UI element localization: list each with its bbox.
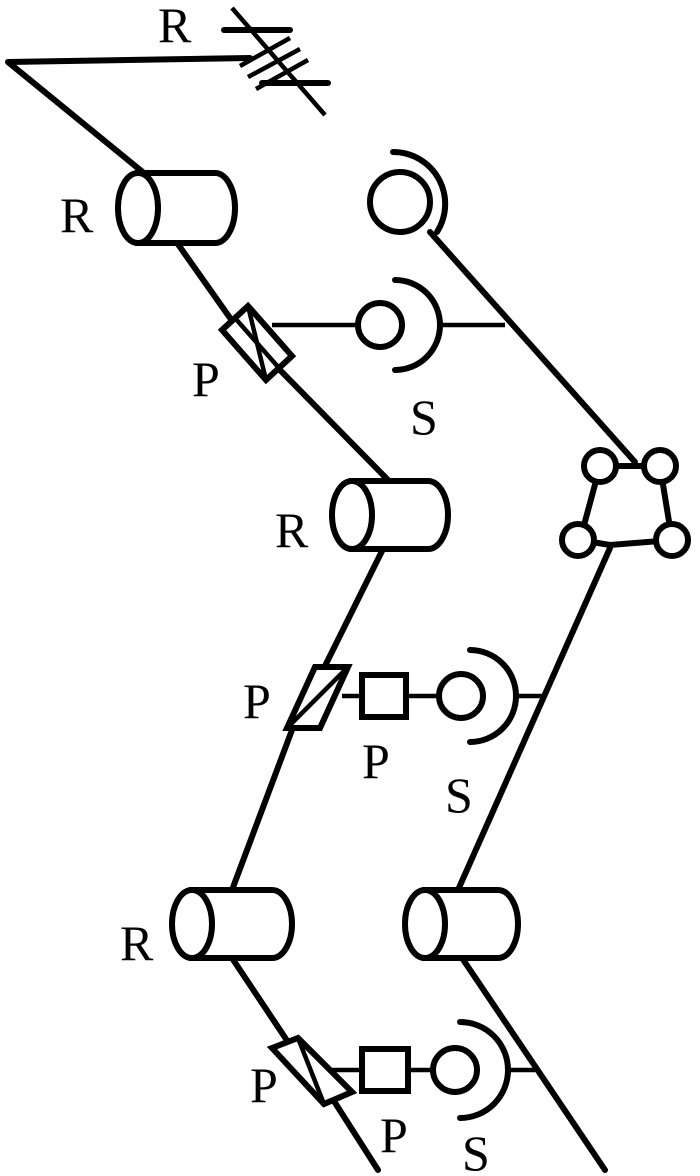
cross-links bbox=[272, 322, 545, 1073]
link-r1-p1 bbox=[172, 237, 238, 328]
link-p1-r2 bbox=[275, 365, 391, 483]
linkage-node-top-left bbox=[581, 447, 619, 485]
left-chain-links bbox=[5, 55, 391, 1173]
revolute-top-hatch-1 bbox=[238, 36, 292, 68]
cylinder-end bbox=[169, 887, 215, 961]
revolute-joint-top bbox=[221, 6, 331, 117]
spherical-joint-2 bbox=[436, 647, 519, 745]
sphere-socket bbox=[457, 1019, 511, 1121]
prismatic-diagonal bbox=[285, 665, 350, 730]
joint-labels: R R P S R P P S R P P S bbox=[60, 0, 490, 1176]
cylinder-body bbox=[349, 478, 451, 552]
prismatic-joint-4 bbox=[266, 1034, 358, 1108]
sphere-ball bbox=[367, 169, 433, 235]
label-r-1: R bbox=[60, 187, 94, 243]
cylinder-body bbox=[135, 170, 238, 246]
label-r-2: R bbox=[275, 502, 309, 558]
spherical-joint-top bbox=[367, 148, 449, 235]
cylinder-end bbox=[402, 887, 448, 961]
linkage-node-top-right bbox=[641, 447, 679, 485]
label-s-2: S bbox=[445, 767, 473, 823]
revolute-joint-4 bbox=[402, 887, 521, 961]
sphere-ball bbox=[430, 1045, 480, 1095]
label-s-3: S bbox=[462, 1125, 490, 1176]
right-chain-links bbox=[427, 229, 638, 1173]
label-r-top: R bbox=[158, 0, 192, 53]
cylinder-body bbox=[189, 887, 295, 961]
sphere-socket bbox=[390, 148, 449, 235]
revolute-joint-1 bbox=[115, 170, 238, 246]
label-p-5: P bbox=[380, 1107, 408, 1163]
link-p4-end bbox=[329, 1095, 381, 1173]
label-p-4: P bbox=[250, 1057, 278, 1113]
label-s-1: S bbox=[410, 389, 438, 445]
link-s-top-to-pentagon bbox=[427, 229, 638, 465]
linkage-node-bottom-right bbox=[653, 521, 691, 559]
parallel-linkage bbox=[559, 447, 691, 559]
prismatic-joint-2 bbox=[282, 664, 353, 731]
prismatic-diagonal bbox=[295, 1037, 327, 1105]
prismatic-block-2 bbox=[359, 672, 409, 720]
cylinder-body bbox=[422, 887, 521, 961]
spherical-joint-1 bbox=[355, 277, 443, 373]
sphere-socket bbox=[467, 647, 519, 745]
revolute-top-hatch-2 bbox=[246, 47, 302, 79]
sphere-ball bbox=[436, 671, 486, 721]
sphere-socket bbox=[392, 277, 443, 373]
cylinder-end bbox=[115, 170, 161, 246]
link-r3-p4 bbox=[229, 955, 293, 1048]
sphere-ball bbox=[355, 300, 405, 350]
label-p-3: P bbox=[362, 733, 390, 789]
link-pentagon-to-r4 bbox=[455, 545, 613, 893]
cylinder-end bbox=[329, 478, 375, 552]
spherical-joint-3 bbox=[430, 1019, 511, 1121]
link-p2-r3 bbox=[229, 727, 295, 893]
link-r2-p2 bbox=[319, 542, 388, 675]
label-r-3: R bbox=[120, 915, 154, 971]
label-p-2: P bbox=[243, 673, 271, 729]
label-p-1: P bbox=[192, 351, 220, 407]
linkage-node-bottom-left bbox=[559, 521, 597, 559]
prismatic-cross-b bbox=[245, 305, 269, 381]
revolute-joint-2 bbox=[329, 478, 451, 552]
revolute-joint-3 bbox=[169, 887, 295, 961]
top-link bbox=[5, 55, 253, 181]
prismatic-block-3 bbox=[359, 1046, 411, 1094]
link-r4-end bbox=[457, 952, 608, 1173]
prismatic-joint-1 bbox=[217, 301, 297, 385]
revolute-top-hatch-3 bbox=[254, 58, 310, 91]
